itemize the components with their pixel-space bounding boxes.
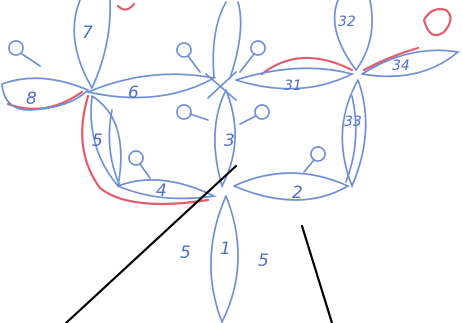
chain-top-left — [116, 2, 136, 11]
ring-label-33: 33 — [344, 114, 362, 130]
frame-right-shape — [345, 95, 357, 183]
chain-top — [260, 56, 354, 76]
center-cross — [205, 71, 237, 101]
pointer-right — [300, 224, 334, 323]
picot-upper — [176, 42, 192, 58]
ring-label-6: 6 — [128, 83, 139, 103]
ring-34-shape — [361, 49, 460, 78]
ring-2-shape — [233, 172, 350, 201]
ring-label-8: 8 — [26, 89, 37, 109]
ring-label-1: 1 — [220, 239, 231, 259]
picot-mid — [176, 104, 192, 120]
ring-label-34: 34 — [392, 58, 410, 74]
ring-1-shape — [210, 195, 239, 323]
picot-lower-right-stem — [303, 159, 315, 173]
picot-lower-right — [310, 146, 326, 162]
picot-upper-right-stem — [239, 53, 255, 73]
ring-8-shape — [1, 77, 89, 111]
picots-group — [8, 40, 326, 179]
ring-6-shape — [87, 73, 217, 99]
ring-4-shape — [117, 179, 217, 200]
labels-group: 7 8 6 5 4 3 2 1 31 32 33 34 5 5 — [26, 14, 410, 271]
picot-upper-stem — [187, 55, 201, 73]
pointer-left — [64, 164, 238, 323]
ring-label-3: 3 — [224, 131, 235, 151]
ring-top-center-shape — [212, 1, 242, 79]
picot-lower-left — [128, 150, 144, 166]
picot-upper-right — [250, 40, 266, 56]
frame-left-shape — [108, 109, 121, 187]
ring-31-shape — [235, 67, 355, 90]
picot-center-right — [254, 104, 270, 120]
stitch-count-left: 5 — [180, 243, 191, 263]
chain-left-lower — [81, 94, 210, 206]
picot-left-stem — [21, 53, 41, 67]
chain-right-loop — [422, 8, 452, 37]
picot-mid-stem — [189, 113, 209, 121]
ring-32-shape — [333, 0, 373, 71]
ring-33-shape — [341, 79, 367, 189]
ring-label-32: 32 — [338, 14, 356, 30]
ring-label-5: 5 — [92, 131, 103, 151]
ring-label-7: 7 — [82, 23, 93, 43]
stitch-count-right: 5 — [258, 251, 269, 271]
picot-center-right-stem — [239, 115, 257, 125]
ring-3-shape — [214, 89, 236, 189]
picot-left — [8, 40, 24, 56]
pointers-group — [64, 164, 334, 323]
ring-label-2: 2 — [292, 183, 303, 203]
ring-label-31: 31 — [284, 78, 302, 94]
chain-right — [362, 46, 420, 72]
red-chains — [6, 2, 452, 206]
picot-lower-left-stem — [139, 163, 151, 179]
chain-left — [6, 90, 84, 110]
ring-7-shape — [73, 0, 112, 89]
ring-label-4: 4 — [156, 181, 167, 201]
